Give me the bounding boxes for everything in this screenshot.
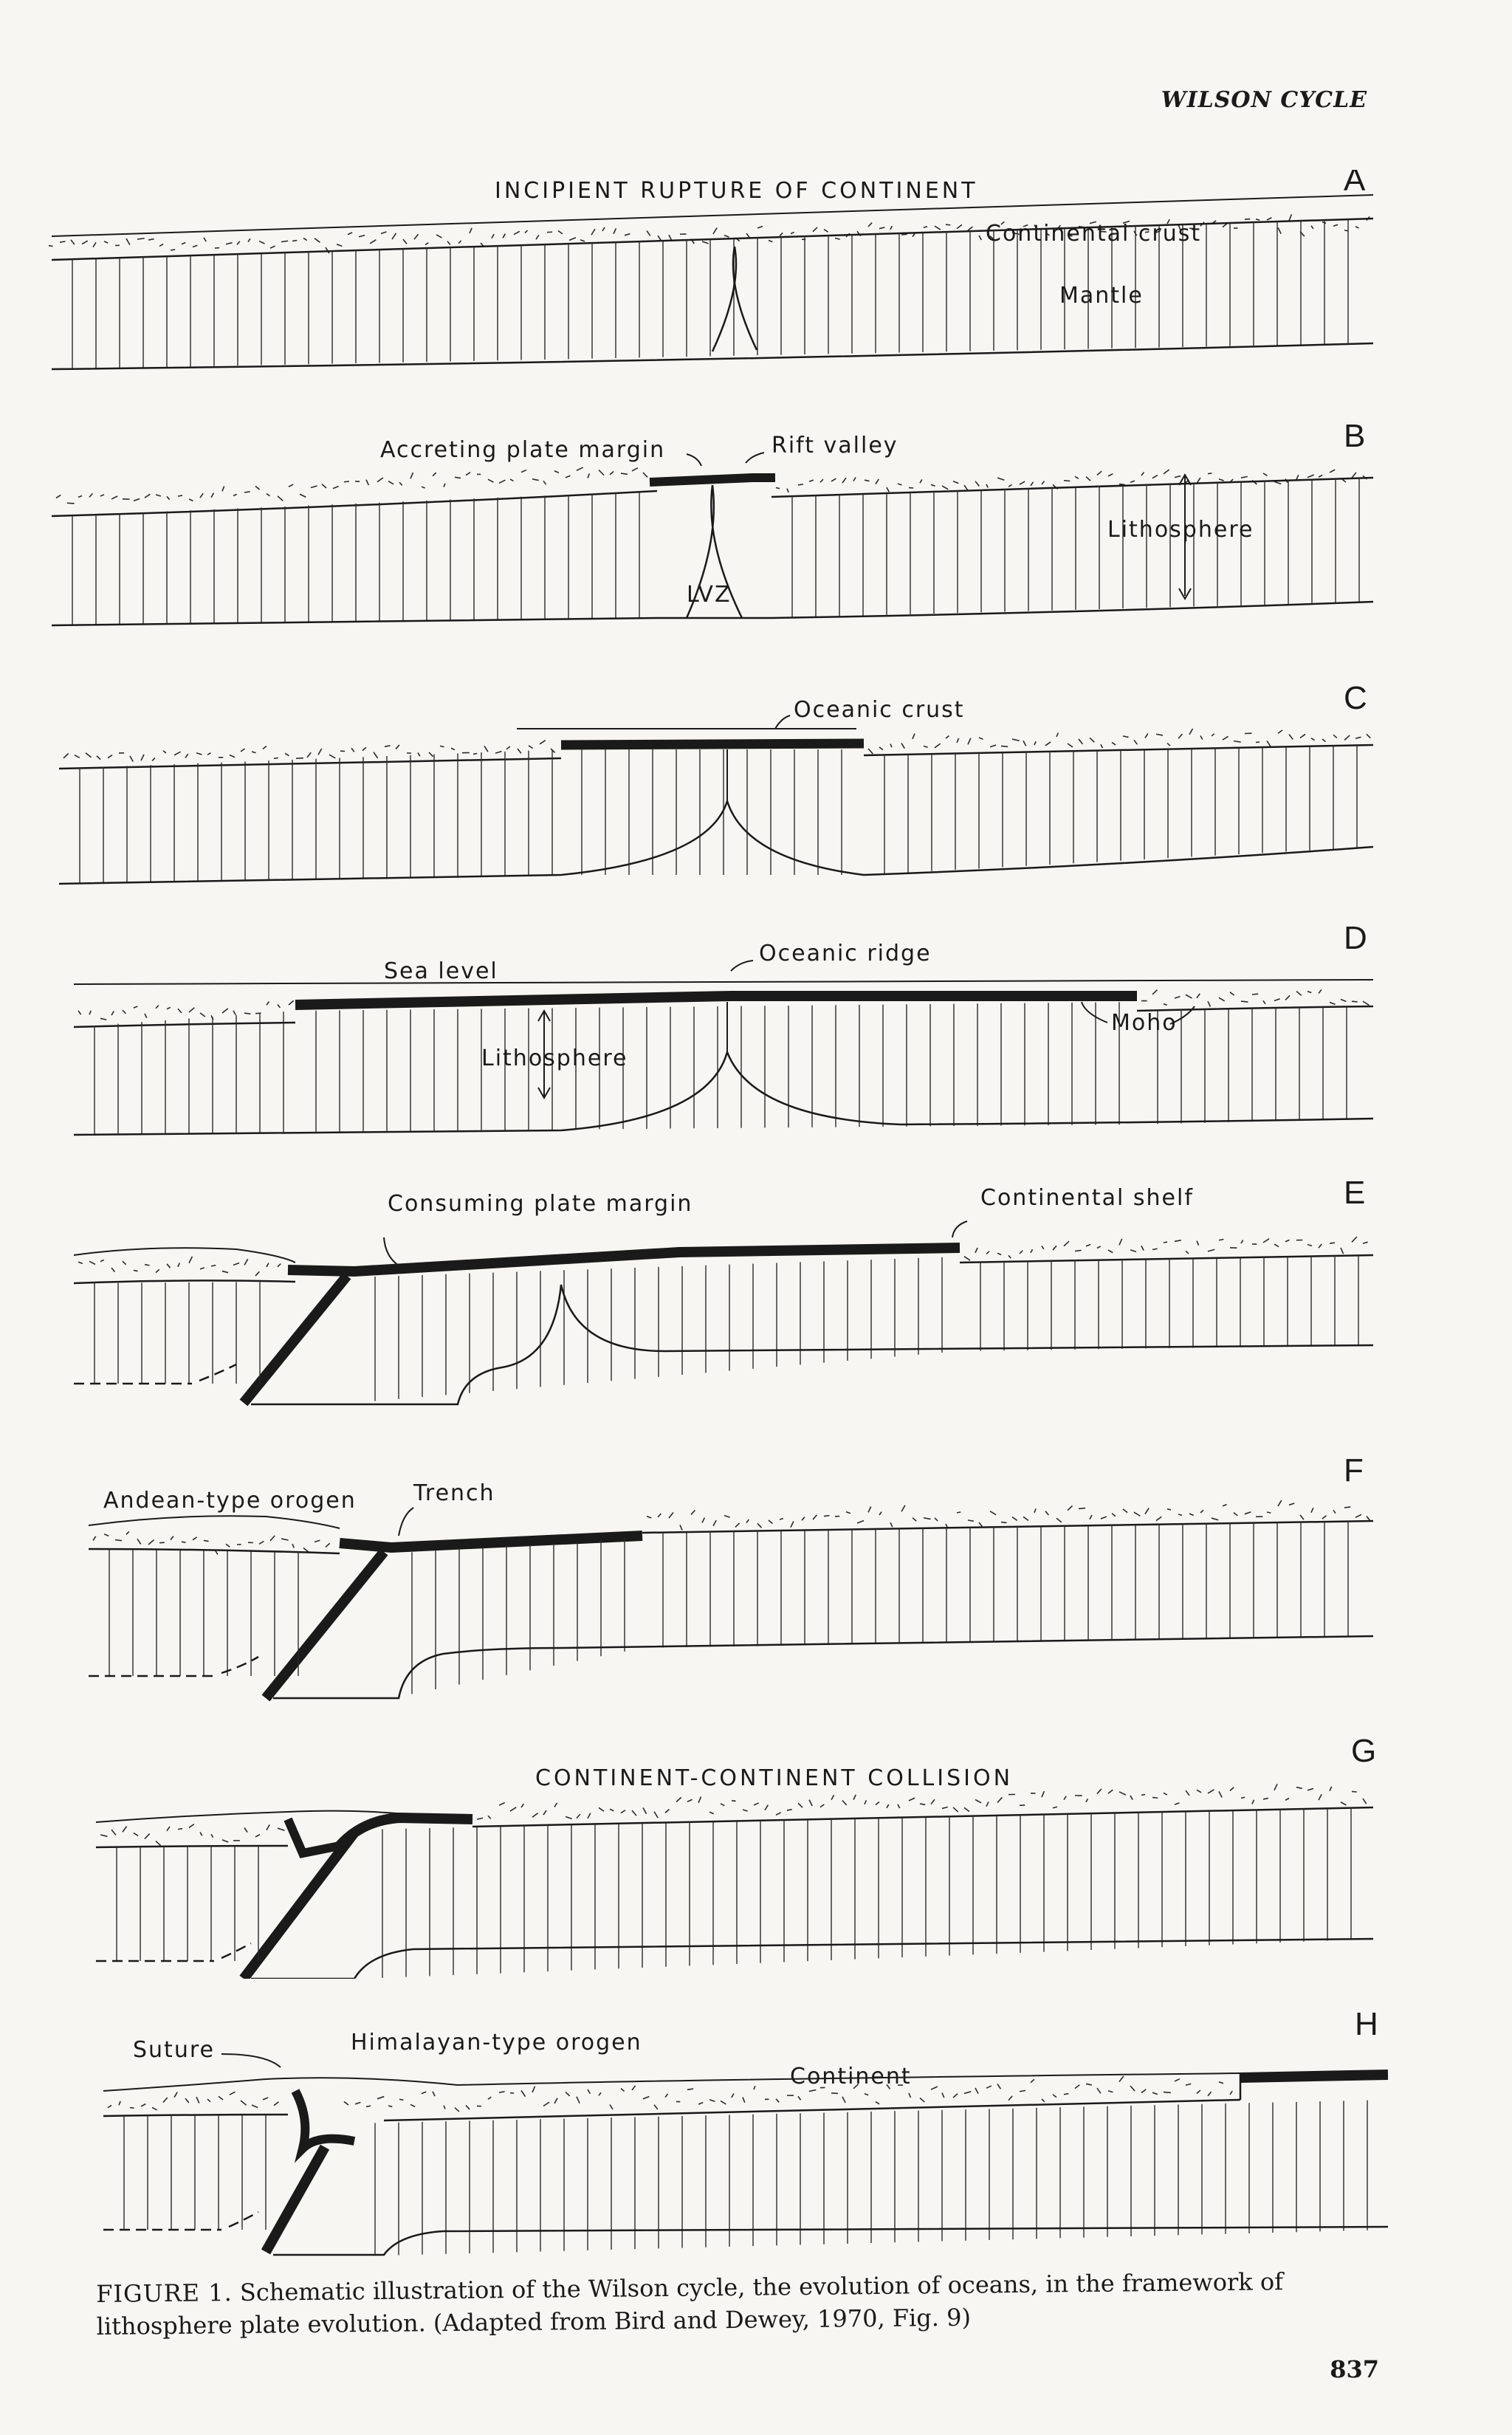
lithosphere-right xyxy=(1157,1006,1347,1124)
continental-crust-left xyxy=(107,2091,280,2111)
page-number: 837 xyxy=(1330,2355,1379,2383)
continental-crust-orogen xyxy=(343,2075,1233,2112)
himalayan-type-orogen-label: Himalayan-type orogen xyxy=(351,2030,642,2056)
panel-d: D Sea level Oceanic ridge Lithosphere Mo… xyxy=(44,919,1388,1148)
moho-label: Moho xyxy=(1111,1010,1178,1036)
lithosphere-left xyxy=(94,1282,261,1384)
rift-valley-label: Rift valley xyxy=(772,433,898,459)
panel-b: B Accreting plate margin Rift valley Lit… xyxy=(44,425,1388,639)
continental-crust-right xyxy=(1141,989,1370,1007)
lithosphere-right xyxy=(884,745,1358,874)
panel-h-letter: H xyxy=(1355,2008,1378,2042)
subducting-slab xyxy=(239,1829,359,1979)
subducting-slab xyxy=(261,1548,388,1702)
subducting-slab xyxy=(239,1272,351,1407)
continental-crust-right xyxy=(867,728,1371,755)
panel-c-letter: C xyxy=(1344,680,1367,716)
lithosphere-mid xyxy=(581,749,842,875)
sea-level-label: Sea level xyxy=(384,958,498,984)
panel-a-letter: A xyxy=(1344,170,1366,198)
oceanic-crust xyxy=(560,738,865,750)
oceanic-crust-label: Oceanic crust xyxy=(794,697,965,723)
continental-crust-right xyxy=(646,1500,1371,1531)
continental-crust-left xyxy=(55,467,648,504)
panel-h-diagram: H Suture Himalayan-type orogen Continent xyxy=(103,2008,1388,2256)
oceanic-lithosphere xyxy=(339,1531,643,1553)
subducting-slab xyxy=(261,2144,330,2255)
panel-e: E Consuming plate margin Continental she… xyxy=(44,1174,1388,1418)
lithosphere-left xyxy=(72,491,640,625)
continent-label: Continent xyxy=(790,2064,912,2089)
panel-g: G CONTINENT-CONTINENT COLLISION xyxy=(44,1735,1388,1979)
panel-a: INCIPIENT RUPTURE OF CONTINENT A Contine… xyxy=(44,170,1388,384)
oceanic-crust-right xyxy=(1240,2070,1388,2083)
lithosphere-mid xyxy=(315,1002,1120,1132)
panel-b-diagram: B Accreting plate margin Rift valley Lit… xyxy=(51,425,1374,627)
panel-f-letter: F xyxy=(1344,1455,1364,1488)
panel-f-diagram: F Andean-type orogen Trench xyxy=(88,1455,1374,1702)
lithosphere-label: Lithosphere xyxy=(1107,517,1254,543)
panel-e-letter: E xyxy=(1344,1175,1365,1211)
panel-b-letter: B xyxy=(1344,425,1365,454)
andean-type-orogen-label: Andean-type orogen xyxy=(103,1488,357,1514)
lithosphere-right xyxy=(980,1255,1359,1351)
continental-crust-left xyxy=(92,1531,331,1555)
consuming-plate-margin-label: Consuming plate margin xyxy=(388,1191,693,1217)
lithosphere-right xyxy=(791,478,1360,618)
panel-e-diagram: E Consuming plate margin Continental she… xyxy=(73,1175,1374,1407)
lithosphere-label-d: Lithosphere xyxy=(481,1045,628,1071)
continental-shelf-label: Continental shelf xyxy=(980,1185,1194,1211)
oceanic-ridge-label: Oceanic ridge xyxy=(759,941,932,966)
new-oceanic-crust xyxy=(649,473,775,487)
oceanic-lithosphere xyxy=(287,1243,961,1277)
mantle-label: Mantle xyxy=(1059,283,1144,309)
mantle-layer xyxy=(72,219,1349,369)
continental-crust-left xyxy=(78,1256,293,1277)
continental-crust-left xyxy=(78,1000,295,1021)
suture-label: Suture xyxy=(133,2037,215,2063)
lvz-label: LVZ xyxy=(687,582,732,608)
lithosphere-right xyxy=(374,2100,1368,2256)
lithosphere-left xyxy=(123,2115,267,2230)
suture-zone xyxy=(284,1817,341,1858)
panel-f: F Andean-type orogen Trench xyxy=(44,1455,1388,1706)
lithosphere-left xyxy=(109,1549,299,1676)
lithosphere-right xyxy=(662,1521,1349,1648)
panel-g-title: CONTINENT-CONTINENT COLLISION xyxy=(535,1765,1013,1791)
figure-label: FIGURE 1. xyxy=(96,2278,233,2308)
continental-crust-right xyxy=(476,1783,1367,1820)
lithosphere-right xyxy=(382,1807,1352,1978)
continental-crust-left xyxy=(100,1823,285,1847)
panel-d-letter: D xyxy=(1344,920,1367,956)
continental-crust-label: Continental crust xyxy=(986,221,1201,247)
lithosphere-left xyxy=(79,749,553,884)
panel-c: C Oceanic crust xyxy=(44,676,1388,897)
suture-zone xyxy=(291,2089,356,2163)
panel-a-diagram: INCIPIENT RUPTURE OF CONTINENT A Contine… xyxy=(48,170,1374,371)
accreting-plate-margin-label: Accreting plate margin xyxy=(380,437,665,463)
lithosphere-mid xyxy=(411,1538,625,1694)
continental-crust-right xyxy=(963,1236,1368,1261)
panel-g-diagram: G CONTINENT-CONTINENT COLLISION xyxy=(95,1735,1376,1979)
figure-caption: FIGURE 1. Schematic illustration of the … xyxy=(96,2264,1381,2343)
caption-text: Schematic illustration of the Wilson cyc… xyxy=(96,2267,1284,2340)
panel-h: H Suture Himalayan-type orogen Continent xyxy=(44,2008,1388,2259)
lithosphere-left xyxy=(94,1012,284,1135)
oceanic-crust xyxy=(295,991,1137,1010)
panel-d-diagram: D Sea level Oceanic ridge Lithosphere Mo… xyxy=(73,920,1374,1136)
lithosphere-mid xyxy=(374,1257,943,1401)
lithosphere-left xyxy=(116,1846,259,1961)
continental-crust-left xyxy=(63,740,556,762)
trench-label: Trench xyxy=(413,1480,495,1506)
panel-g-letter: G xyxy=(1351,1735,1376,1769)
running-head: WILSON CYCLE xyxy=(1161,87,1367,113)
panel-c-diagram: C Oceanic crust xyxy=(58,680,1374,885)
panel-a-title: INCIPIENT RUPTURE OF CONTINENT xyxy=(495,178,978,204)
